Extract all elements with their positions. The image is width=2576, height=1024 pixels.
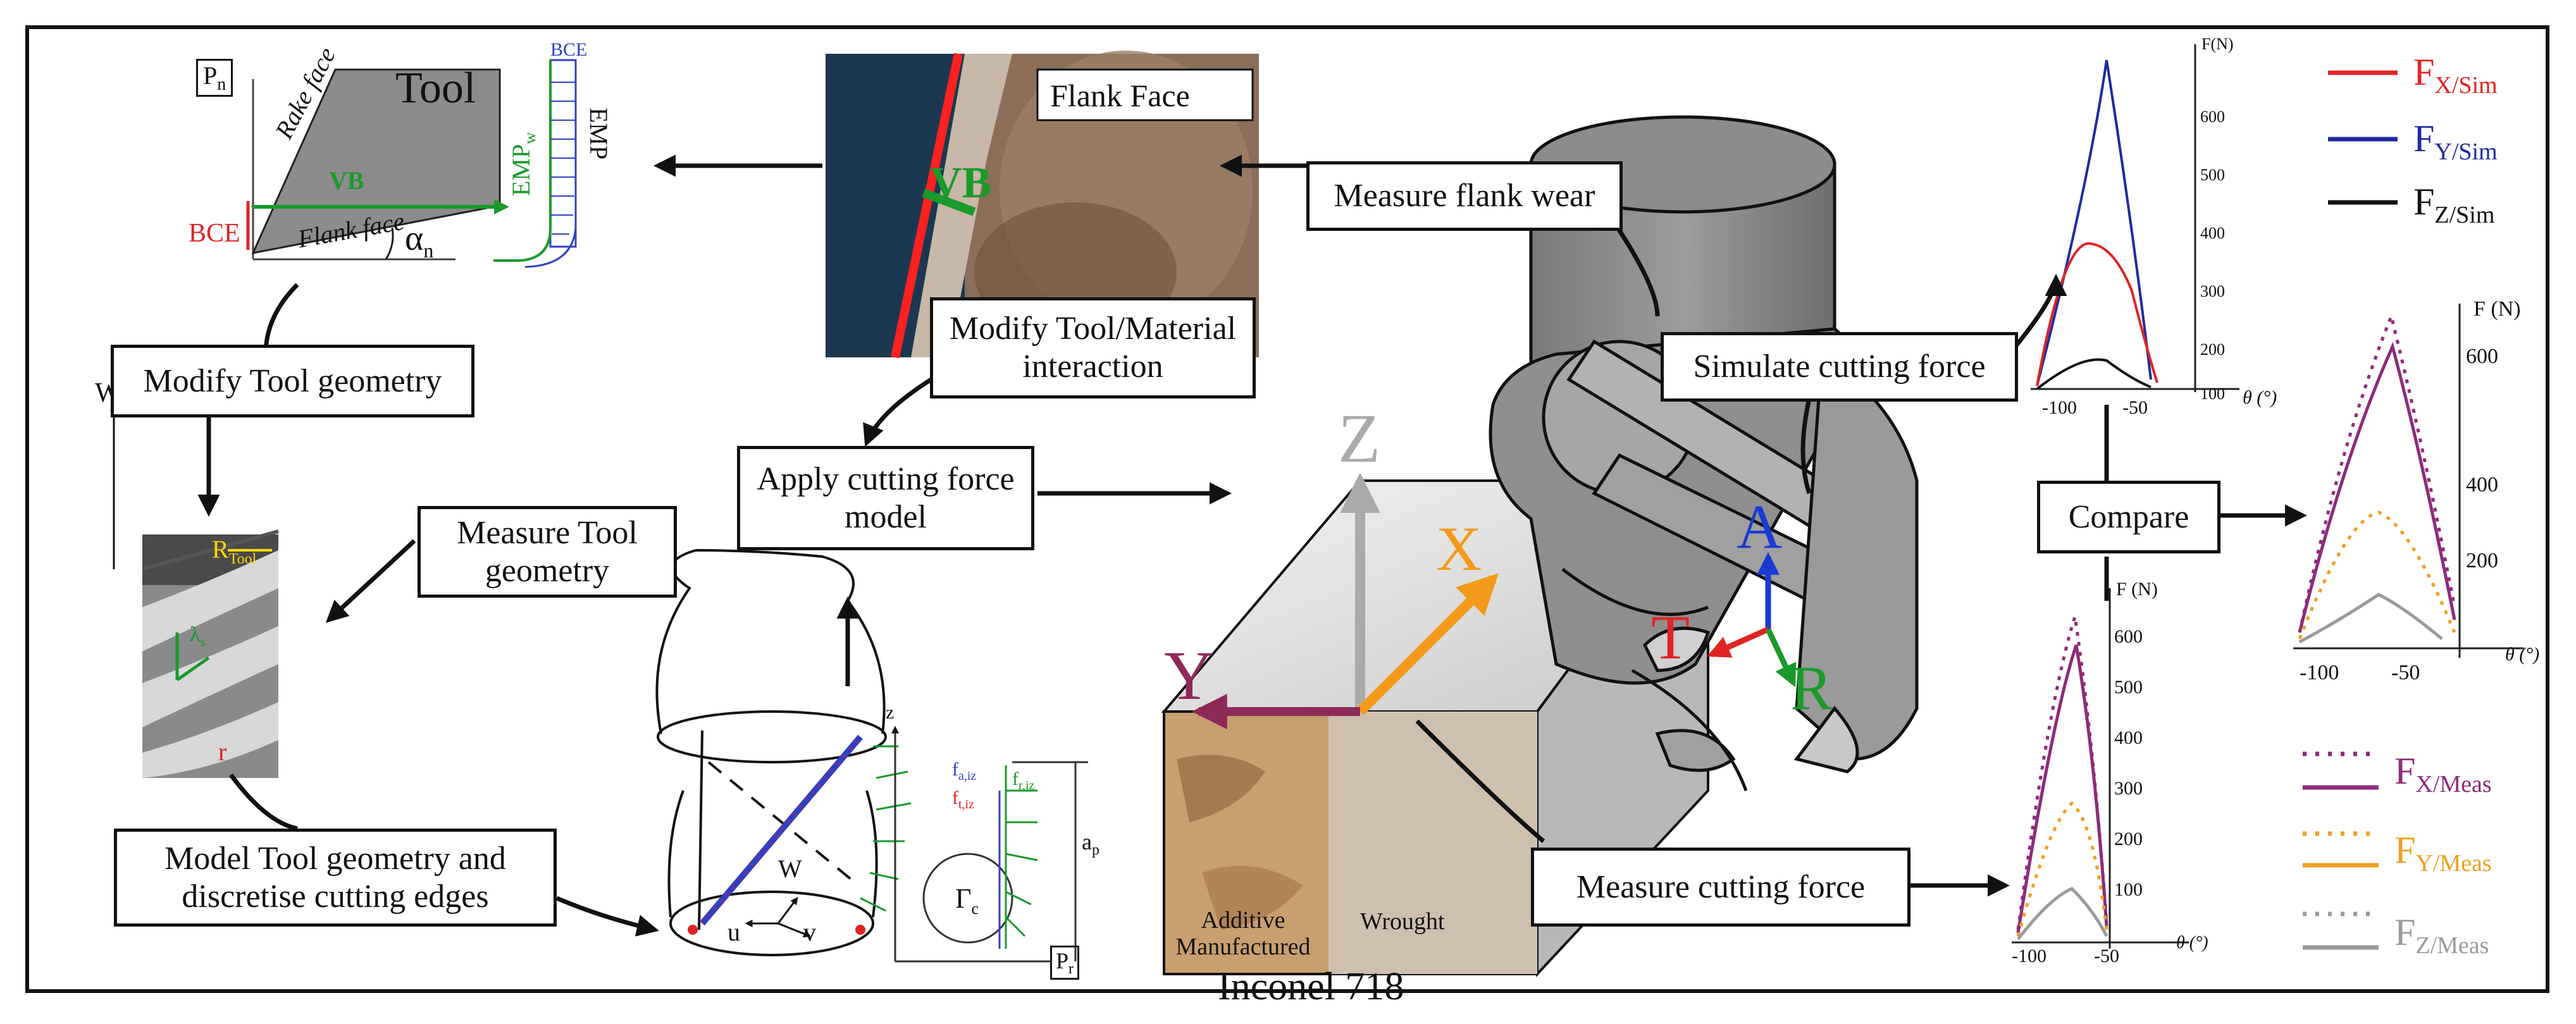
chart-simulated-force <box>2031 44 2239 392</box>
cmp-ytick: 600 <box>2466 345 2498 368</box>
sim-ytick: 400 <box>2200 224 2225 242</box>
helix-u-label: u <box>728 918 740 946</box>
flank-face-photo <box>826 51 1259 359</box>
cmp-series-fy-meas <box>2298 510 2456 639</box>
helix-w-label: W <box>778 854 802 883</box>
legend-fy-sim: FY/Sim <box>2413 118 2498 165</box>
measure-cutting-force-box: Measure cutting force <box>1531 848 1910 927</box>
compare-box: Compare <box>2037 481 2220 553</box>
cutter-local-axes <box>1707 552 1797 688</box>
sim-xtick: -50 <box>2122 397 2148 418</box>
bce-label: BCE <box>189 219 240 248</box>
bce-top-label: BCE <box>550 39 588 60</box>
vb-label: VB <box>329 166 364 195</box>
cmp-series-fx-meas <box>2298 311 2456 633</box>
axis-a-label: A <box>1737 491 1783 562</box>
simulate-cutting-force-box: Simulate cutting force <box>1661 332 2018 402</box>
cmp-ytick: 400 <box>2466 473 2498 497</box>
meas-series-fy <box>2016 801 2108 937</box>
sim-series-fz <box>2036 358 2152 390</box>
cmp-xtick: -100 <box>2300 661 2339 684</box>
flow-connectors <box>197 154 2307 937</box>
legend-fy-meas: FY/Meas <box>2394 829 2492 877</box>
meas-ytick: 200 <box>2114 829 2143 849</box>
cmp-xtick: -50 <box>2391 661 2420 684</box>
emp-label: EMP <box>585 108 613 160</box>
axis-r-label: R <box>1790 653 1833 723</box>
figure-frame <box>25 25 2549 993</box>
cmp-series-fz-meas <box>2298 593 2443 644</box>
z-axis-label: z <box>886 702 895 723</box>
workpiece-z-label: Z <box>1338 400 1381 477</box>
wrought-label: Wrought <box>1360 908 1445 935</box>
meas-ytick: 500 <box>2114 677 2143 698</box>
fr-label: fr,iz <box>1012 768 1035 793</box>
r-tool-label: RTool <box>212 535 257 567</box>
emp-w-label: EMPw <box>507 132 539 196</box>
measure-tool-geometry-box: Measure Tool geometry <box>418 506 677 598</box>
meas-ylabel: F (N) <box>2116 579 2158 600</box>
workpiece-y-label: Y <box>1164 637 1215 714</box>
sim-ytick: 200 <box>2200 340 2225 359</box>
sim-ytick: 100 <box>2200 385 2225 403</box>
modify-interaction-box: Modify Tool/Material interaction <box>930 297 1256 398</box>
fa-label: fa,iz <box>952 759 977 783</box>
meas-xlabel: θ (°) <box>2176 933 2208 953</box>
meas-xtick: -100 <box>2012 946 2047 966</box>
helix-v-label: v <box>803 918 816 946</box>
pn-label: Pn <box>196 59 233 97</box>
workpiece-x-label: X <box>1436 514 1482 584</box>
meas-ytick: 400 <box>2114 727 2143 748</box>
legend-fx-meas: FX/Meas <box>2394 750 2492 798</box>
chart-comparison <box>2293 304 2524 658</box>
alpha-label: αn <box>405 219 434 262</box>
meas-ytick: 100 <box>2114 879 2143 900</box>
measure-flank-wear-box: Measure flank wear <box>1306 161 1623 231</box>
sim-ylabel: F(N) <box>2201 35 2234 53</box>
axis-t-label: T <box>1651 602 1690 672</box>
gamma-label: Γc <box>955 883 979 918</box>
material-label: Inconel 718 <box>1218 965 1404 1008</box>
additive-label: Additive Manufactured <box>1175 907 1311 960</box>
r-small-label: r <box>218 737 227 766</box>
legend-samples <box>2303 70 2398 950</box>
flank-vb-label: VB <box>930 159 992 207</box>
meas-series-fx-line <box>2016 645 2108 934</box>
legend-fx-sim: FX/Sim <box>2413 51 2498 99</box>
sim-xtick: -100 <box>2042 397 2077 418</box>
sim-xlabel: θ (°) <box>2243 387 2277 408</box>
ap-label: ap <box>1082 829 1099 859</box>
flank-face-title: Flank Face <box>1050 78 1190 113</box>
ft-label: ft,iz <box>952 787 974 811</box>
lambda-label: λs <box>190 623 206 650</box>
sim-ytick: 500 <box>2200 166 2225 184</box>
end-mill-image <box>110 403 279 778</box>
apply-cutting-force-box: Apply cutting force model <box>737 446 1034 550</box>
sim-ytick: 600 <box>2200 108 2225 126</box>
sim-series-fy <box>2036 59 2152 386</box>
model-tool-geometry-box: Model Tool geometry and discretise cutti… <box>114 829 557 927</box>
tool-geometry-schematic <box>246 59 577 268</box>
helix-discretisation <box>655 548 912 956</box>
legend-fz-sim: FZ/Sim <box>2413 181 2495 228</box>
sim-ytick: 300 <box>2200 282 2225 300</box>
meas-series-fz <box>2017 887 2108 941</box>
legend-fz-meas: FZ/Meas <box>2394 911 2489 959</box>
cmp-xlabel: θ (°) <box>2505 644 2540 665</box>
cmp-ytick: 200 <box>2466 549 2498 572</box>
cmp-series-fx-meas-line <box>2298 342 2456 633</box>
edge-forces-schematic <box>891 725 1088 963</box>
cmp-ylabel: F (N) <box>2474 297 2521 321</box>
meas-ytick: 600 <box>2114 626 2143 647</box>
pr-label: Pr <box>1050 946 1080 980</box>
meas-xtick: -50 <box>2094 946 2119 966</box>
meas-ytick: 300 <box>2114 778 2143 799</box>
tool-label: Tool <box>395 64 476 113</box>
chart-measured-force <box>2012 588 2189 949</box>
modify-tool-geometry-box: Modify Tool geometry <box>111 345 474 417</box>
